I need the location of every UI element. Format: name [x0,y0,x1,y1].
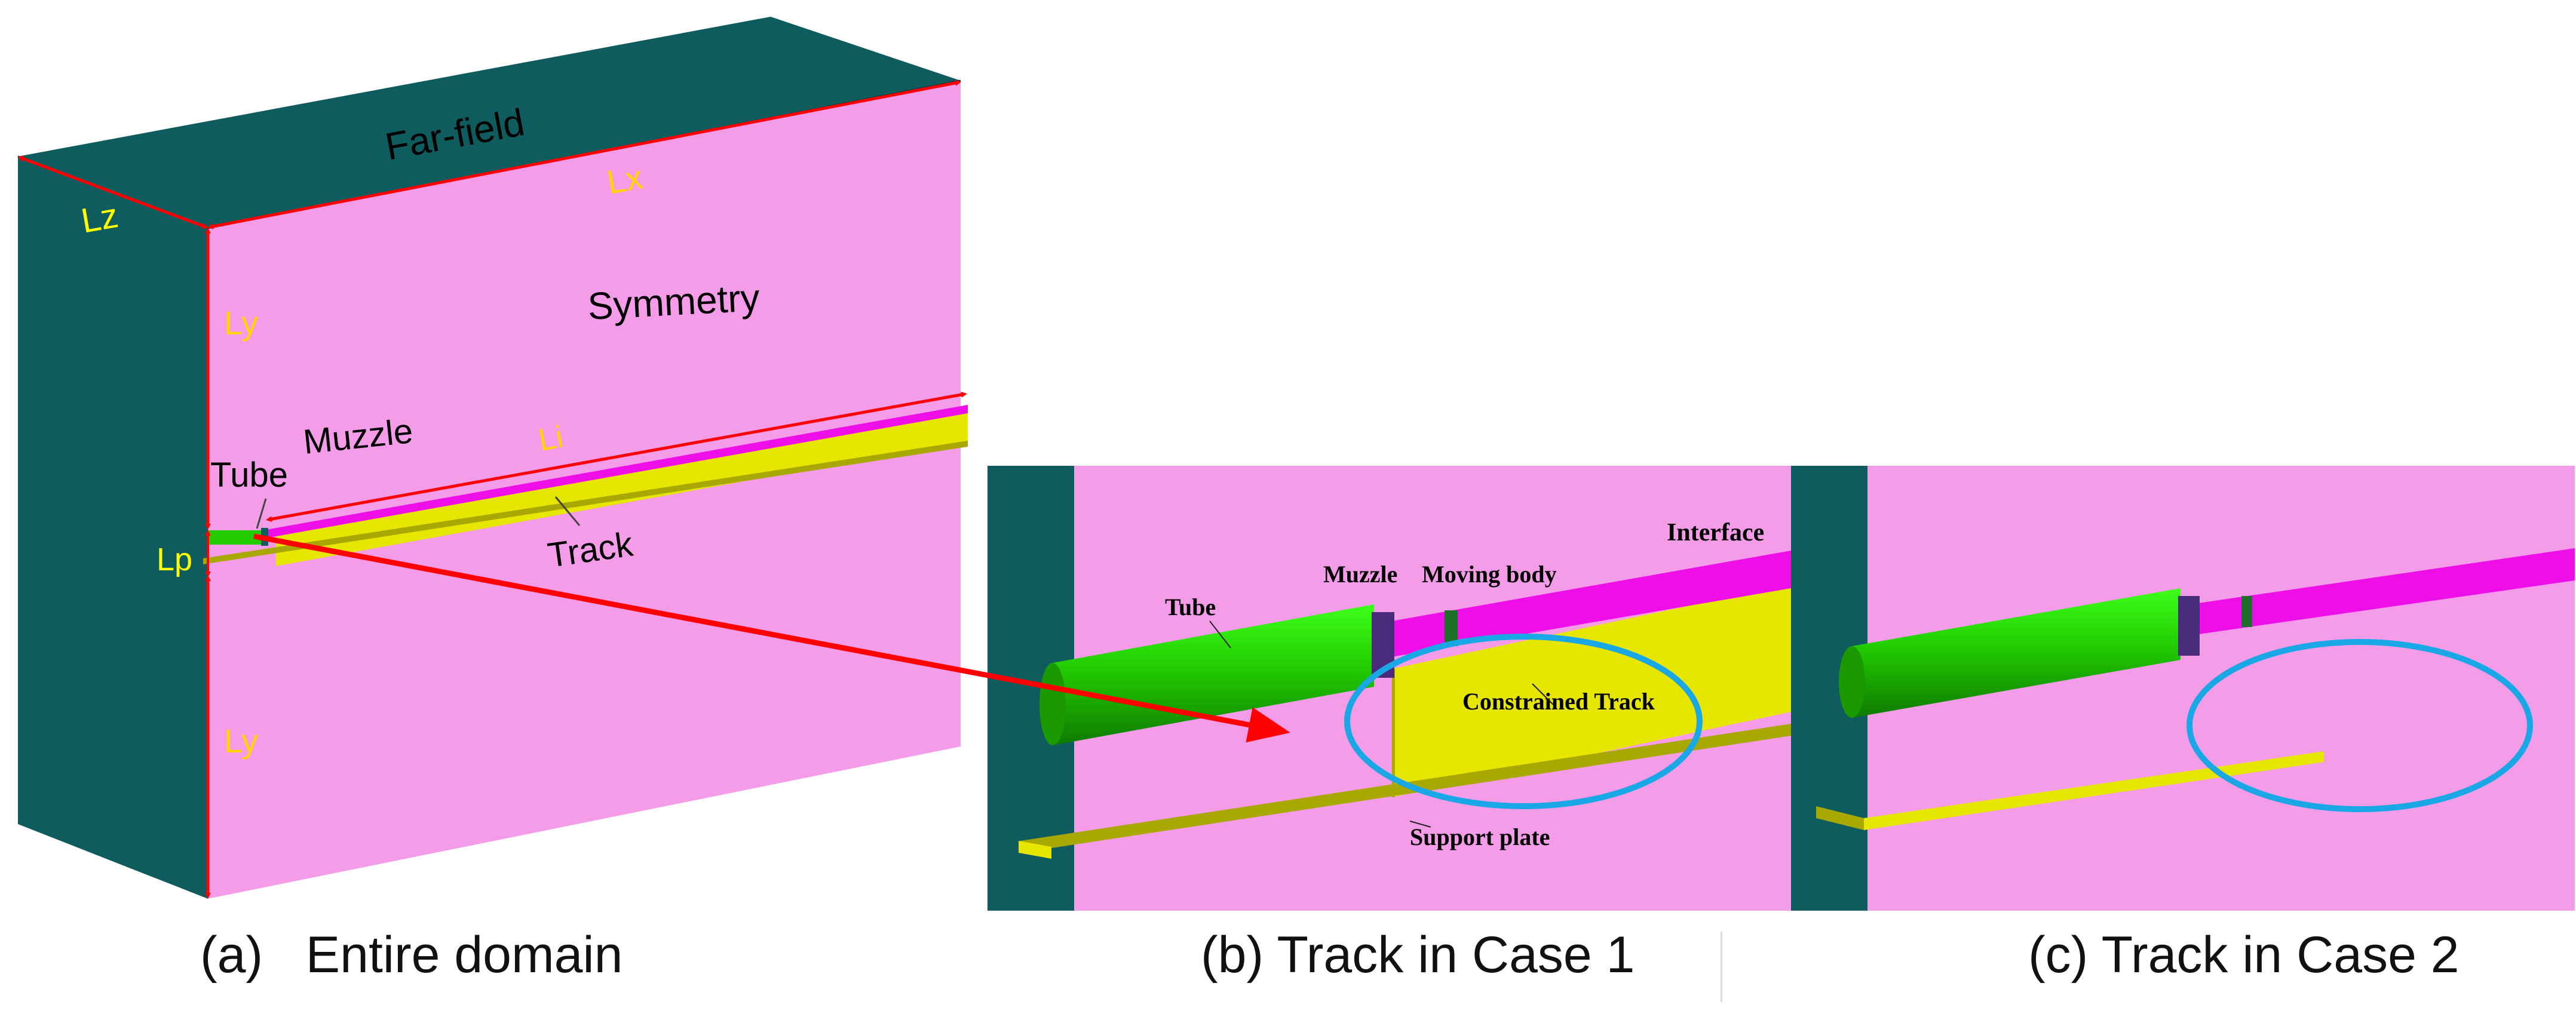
ly-bottom-label: Ly [224,722,258,760]
li-dimension [266,391,967,523]
short-track-end [1816,806,1864,830]
interface-label: Interface [1667,519,1764,546]
lp-label: Lp [157,542,192,577]
tube-b [1053,604,1374,745]
lz-dimension [17,156,208,229]
lx-dimension [207,80,961,229]
muzzle-label-b: Muzzle [1323,561,1397,588]
caption-entire-domain: (a) Entire domain [200,926,623,984]
tube-c-mouth [1839,646,1865,718]
moving-body-c [2241,596,2252,627]
symmetry-label: Symmetry [587,276,760,328]
highlight-ellipse-c [2186,639,2533,812]
lx-label: Lx [604,158,645,201]
track-leader [554,496,581,526]
moving-body-label: Moving body [1422,561,1557,588]
tube-c [1852,588,2181,718]
tube-leader-b [1209,620,1231,649]
constrained-track-edge [1392,669,1395,797]
zoom-arrow [253,533,1290,743]
support-plate-label: Support plate [1410,824,1550,850]
tube-b-mouth [1039,663,1066,745]
tube-leader [256,498,267,529]
tube-label: Tube [210,456,288,494]
caption-separator [1721,932,1722,1002]
constrained-track [1392,584,1791,797]
support-plate-end [1019,841,1051,859]
highlight-ellipse-b [1344,634,1703,809]
support-plate-leader [1409,821,1431,828]
tube-label-b: Tube [1165,594,1216,620]
interface-strip-b [1392,551,1791,657]
constrained-track-label: Constrained Track [1462,688,1655,715]
moving-body [1445,610,1458,646]
interface-strip-c [2198,548,2575,634]
short-track [1864,751,2324,830]
constrained-track-leader [1532,683,1554,705]
panel-b-track-case-1: Interface Muzzle Moving body Tube Constr… [988,466,1791,911]
left-face [18,156,208,899]
support-plate [1020,724,1791,853]
lz-label: Lz [78,196,121,241]
muzzle-c [2178,596,2200,656]
li-label: Li [536,420,566,458]
panel-a-entire-domain: Far-field Lz Lx Ly Symmetry Muzzle Tube … [17,17,968,899]
caption-track-case-2: (c) Track in Case 2 [2028,926,2460,984]
ly-top-label: Ly [224,304,258,342]
panel-c-track-case-2 [1791,466,2575,911]
caption-track-case-1: (b) Track in Case 1 [1201,926,1635,984]
